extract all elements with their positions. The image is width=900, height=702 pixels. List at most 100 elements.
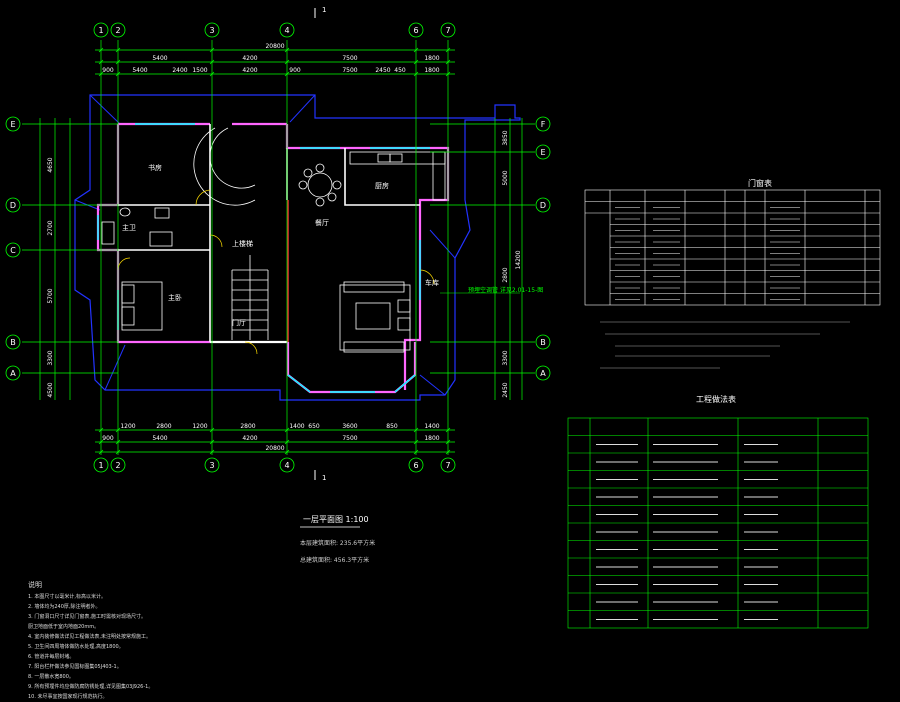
general-notes: 说明 1. 本图尺寸以毫米计,标高以米计。 2. 墙体均为240厚,除注明者外。… xyxy=(28,580,238,702)
room-bath: 主卫 xyxy=(122,223,136,232)
dimension-tick xyxy=(98,59,104,65)
dimension-tick xyxy=(98,71,104,77)
dimension-text: 2800 xyxy=(240,423,255,430)
dimension-tick xyxy=(115,59,121,65)
dimension-text: 5400 xyxy=(152,55,167,62)
grid-bubble xyxy=(5,242,21,258)
dimension-tick xyxy=(284,71,290,77)
dimension-tick xyxy=(284,449,290,455)
dimension-text: 7500 xyxy=(342,435,357,442)
grid-bubble xyxy=(535,365,551,381)
door-window-table xyxy=(584,189,881,306)
dimension-text: 1800 xyxy=(424,67,439,74)
dimension-text: 1800 xyxy=(424,55,439,62)
grid-bubble xyxy=(279,457,295,473)
door-table-title: 门窗表 xyxy=(748,178,772,188)
grid-bubble xyxy=(408,457,424,473)
dimension-tick xyxy=(413,59,419,65)
dimension-text: 900 xyxy=(102,435,114,442)
dimension-tick xyxy=(209,439,215,445)
dimension-tick xyxy=(284,59,290,65)
dimension-tick xyxy=(98,439,104,445)
dimension-text: 4200 xyxy=(242,67,257,74)
grid-label: C xyxy=(10,246,16,255)
dimension-text: 900 xyxy=(289,67,301,74)
grid-label: 2 xyxy=(115,26,120,35)
dimension-tick xyxy=(209,449,215,455)
dining-table xyxy=(298,163,342,207)
dimension-text: 4650 xyxy=(47,157,54,172)
grid-bubble xyxy=(408,22,424,38)
dimension-text: 4200 xyxy=(242,435,257,442)
grid-bubble xyxy=(5,365,21,381)
grid-bubble xyxy=(535,197,551,213)
dimension-text: 7500 xyxy=(342,55,357,62)
dimension-tick xyxy=(209,47,215,53)
dimension-tick xyxy=(445,71,451,77)
grid-label: F xyxy=(541,120,546,129)
dimension-text: 2700 xyxy=(47,220,54,235)
dimension-tick xyxy=(445,449,451,455)
dimension-text: 5700 xyxy=(47,288,54,303)
dimension-text: 900 xyxy=(102,67,114,74)
sofa-set xyxy=(339,281,411,353)
dimension-tick xyxy=(115,47,121,53)
grid-label: 3 xyxy=(209,26,214,35)
room-garage: 车库 xyxy=(425,278,439,287)
dimension-tick xyxy=(445,427,451,433)
dimension-text: 4500 xyxy=(47,382,54,397)
note-leader: 预埋空调管 详见2.01-15-图 xyxy=(468,286,543,294)
grid-label: D xyxy=(10,201,16,210)
dimension-lines xyxy=(22,40,535,455)
dimension-text: 20800 xyxy=(265,445,284,452)
stair xyxy=(193,127,269,340)
bed xyxy=(121,281,163,331)
room-kitchen: 厨房 xyxy=(375,181,389,190)
grid-label: E xyxy=(540,148,545,157)
dimension-tick xyxy=(209,59,215,65)
dimension-text: 2800 xyxy=(502,267,509,282)
dimension-text: 1400 xyxy=(424,423,439,430)
grid-bubble xyxy=(110,22,126,38)
dimension-tick xyxy=(445,439,451,445)
drawing-title: 一层平面图 1:100 xyxy=(303,515,369,524)
bath-fixtures xyxy=(101,207,173,247)
grid-label: 1 xyxy=(98,461,103,470)
grid-bubble xyxy=(440,457,456,473)
grid-label: B xyxy=(10,338,16,347)
dimension-text: 5400 xyxy=(152,435,167,442)
room-study: 书房 xyxy=(148,163,162,172)
dimension-text: 1400 xyxy=(289,423,304,430)
dimension-tick xyxy=(115,427,121,433)
note-line: 7. 阳台栏杆做法参见国标图集05J403-1。 xyxy=(28,664,122,670)
room-labels: 书房 主卧 主卫 餐厅 厨房 车库 门厅 上楼梯 预埋空调管 详见2.01-15… xyxy=(122,163,543,327)
grid-bubble xyxy=(535,116,551,132)
grid-bubble xyxy=(204,457,220,473)
dimension-text: 650 xyxy=(308,423,320,430)
grid-bubble xyxy=(110,457,126,473)
dimension-text: 1200 xyxy=(192,423,207,430)
table-notes xyxy=(600,321,850,369)
grid-bubble xyxy=(535,334,551,350)
grid-label: 7 xyxy=(445,26,450,35)
grid-label: E xyxy=(10,120,15,129)
dimension-tick xyxy=(413,71,419,77)
dimension-tick xyxy=(98,47,104,53)
dimension-text: 3300 xyxy=(47,350,54,365)
grid-bubble xyxy=(279,22,295,38)
dimension-tick xyxy=(284,439,290,445)
dimension-text: 1800 xyxy=(424,435,439,442)
dimension-text: 2400 xyxy=(172,67,187,74)
dimension-tick xyxy=(284,427,290,433)
dimension-tick xyxy=(98,449,104,455)
dimension-text: 2800 xyxy=(156,423,171,430)
note-line: 6. 管道井每层封堵。 xyxy=(28,654,75,660)
note-line: 4. 室内装修做法详见工程做法表,未注明处按常规施工。 xyxy=(28,634,151,640)
dimension-text: 3850 xyxy=(502,130,509,145)
dimension-text: 3300 xyxy=(502,350,509,365)
notes-title: 说明 xyxy=(28,581,42,589)
room-hall: 门厅 xyxy=(232,318,246,327)
dimension-text: 20800 xyxy=(265,43,284,50)
grid-bubble xyxy=(5,334,21,350)
